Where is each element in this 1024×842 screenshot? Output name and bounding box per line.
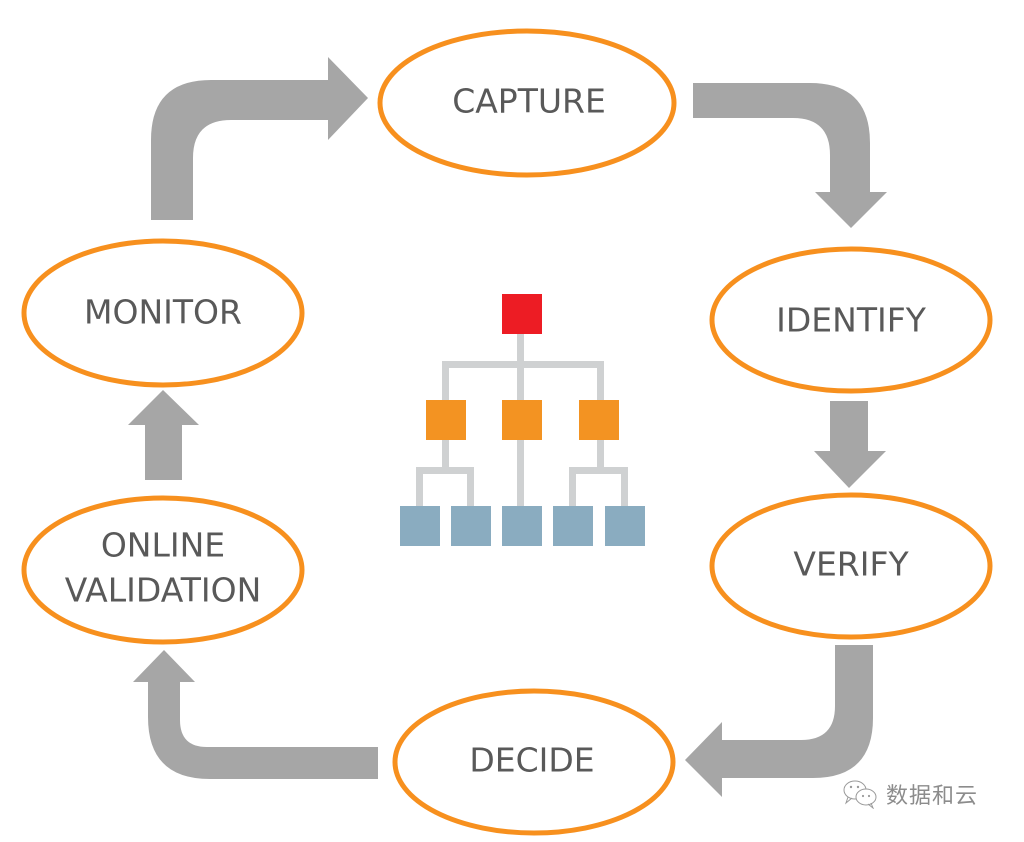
watermark: 数据和云 [842, 778, 978, 810]
node-online-validation-ellipse [21, 495, 305, 645]
tree-leaf-node [400, 506, 440, 546]
arrow-online-validation-to-monitor [128, 390, 199, 480]
connector-mid-bar [442, 361, 604, 368]
hierarchy-tree-icon [400, 294, 645, 546]
node-monitor-ellipse [21, 238, 305, 388]
node-verify-label: VERIFY [793, 545, 909, 584]
connector-right-down [597, 438, 604, 470]
connector-right-bar [569, 467, 628, 474]
node-capture-label: CAPTURE [452, 82, 606, 121]
node-online-validation-label-line1: ONLINE [101, 526, 225, 565]
node-verify-ellipse [709, 492, 993, 640]
nodes: CAPTURE IDENTIFY VERIFY DECIDE ONLINE VA… [21, 28, 993, 836]
connector-left-down [442, 438, 449, 470]
connector-root-stem [517, 333, 524, 408]
watermark-text: 数据和云 [886, 784, 979, 809]
tree-leaf-node [553, 506, 593, 546]
arrow-verify-to-decide [685, 645, 873, 797]
connector-left-leaf1 [416, 467, 423, 507]
tree-mid-node [502, 400, 542, 440]
node-monitor-label: MONITOR [84, 293, 242, 332]
node-capture-ellipse [377, 28, 677, 178]
tree-mid-node [579, 400, 619, 440]
connector-right-leaf2 [621, 467, 628, 507]
wechat-icon [843, 780, 877, 809]
node-identify: IDENTIFY [709, 246, 993, 394]
node-identify-ellipse [709, 246, 993, 394]
node-verify: VERIFY [709, 492, 993, 640]
node-decide-ellipse [392, 688, 676, 836]
connector-right-leaf1 [569, 467, 576, 507]
node-identify-label: IDENTIFY [776, 301, 927, 340]
tree-root-node [502, 294, 542, 334]
node-decide: DECIDE [392, 688, 676, 836]
connector-center-down [517, 438, 524, 508]
tree-connectors [416, 333, 628, 508]
connector-left-bar [416, 467, 474, 474]
connector-right-stem [597, 361, 604, 401]
arrows [128, 57, 887, 797]
node-online-validation: ONLINE VALIDATION [21, 495, 305, 645]
arrow-capture-to-identify [693, 83, 887, 228]
node-capture: CAPTURE [377, 28, 677, 178]
connector-left-leaf2 [467, 467, 474, 507]
tree-mid-node [426, 400, 466, 440]
node-decide-label: DECIDE [469, 741, 594, 780]
arrow-decide-to-online-validation [133, 650, 378, 779]
tree-leaf-node [605, 506, 645, 546]
connector-left-stem [442, 361, 449, 401]
arrow-identify-to-verify [814, 401, 886, 488]
tree-leaf-node [502, 506, 542, 546]
node-monitor: MONITOR [21, 238, 305, 388]
node-online-validation-label-line2: VALIDATION [65, 571, 262, 610]
tree-leaf-node [451, 506, 491, 546]
arrow-monitor-to-capture [151, 57, 368, 220]
